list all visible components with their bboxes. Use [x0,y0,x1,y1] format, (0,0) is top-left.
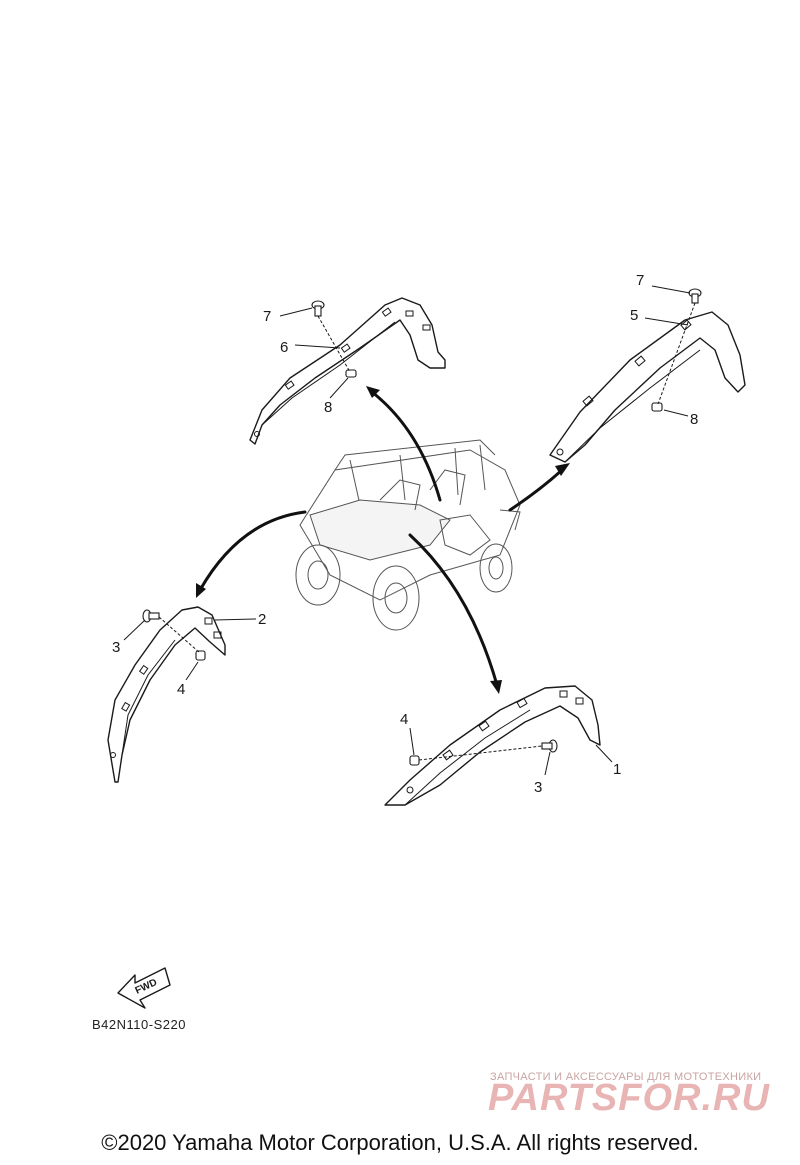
front-right-fender-flare-1 [384,685,601,806]
indicator-arrows [196,386,570,694]
front-right-flare-fasteners [409,727,613,776]
arrow-to-front-right-flare [408,533,499,687]
nut-icon [195,650,206,661]
watermark-tagline: ЗАПЧАСТИ И АКСЕССУАРЫ ДЛЯ МОТОТЕХНИКИ [490,1071,762,1083]
rear-fender-flare-6 [249,297,446,445]
vehicle-illustration [295,439,521,631]
nut-icon [409,755,420,766]
right-rear-fender-flare-5 [549,311,746,463]
arrow-to-right-rear-flare [508,468,564,512]
nut-icon [345,369,357,378]
callout-4-front-left: 4 [177,681,185,698]
fwd-arrow-icon: FWD [117,967,171,1009]
callout-3-front-left: 3 [112,639,120,656]
rear-flare-fasteners [279,300,357,399]
callout-2-front-left: 2 [258,611,266,628]
callout-8-right-rear: 8 [690,411,698,428]
screw-icon [142,609,160,623]
front-left-flare-fasteners [123,609,257,681]
front-left-fender-flare-2 [107,606,226,783]
arrow-to-rear-flare [370,390,442,502]
callout-6-rear: 6 [280,339,288,356]
screw-icon [541,739,558,753]
watermark-brand: PARTSFOR.RU [488,1077,770,1119]
screw-icon [311,300,325,317]
callout-3-front-right: 3 [534,779,542,796]
callout-1-front-right: 1 [613,761,621,778]
callout-4-front-right: 4 [400,711,408,728]
callout-7-right-rear: 7 [636,272,644,289]
diagram-code: B42N110-S220 [92,1017,186,1032]
nut-icon [651,402,663,412]
right-rear-flare-fasteners [644,285,702,417]
callout-7-rear: 7 [263,308,271,325]
arrow-to-front-left-flare [198,510,307,592]
copyright-notice: ©2020 Yamaha Motor Corporation, U.S.A. A… [101,1130,699,1155]
callout-8-rear: 8 [324,399,332,416]
callout-5-right-rear: 5 [630,307,638,324]
screw-icon [688,288,702,304]
